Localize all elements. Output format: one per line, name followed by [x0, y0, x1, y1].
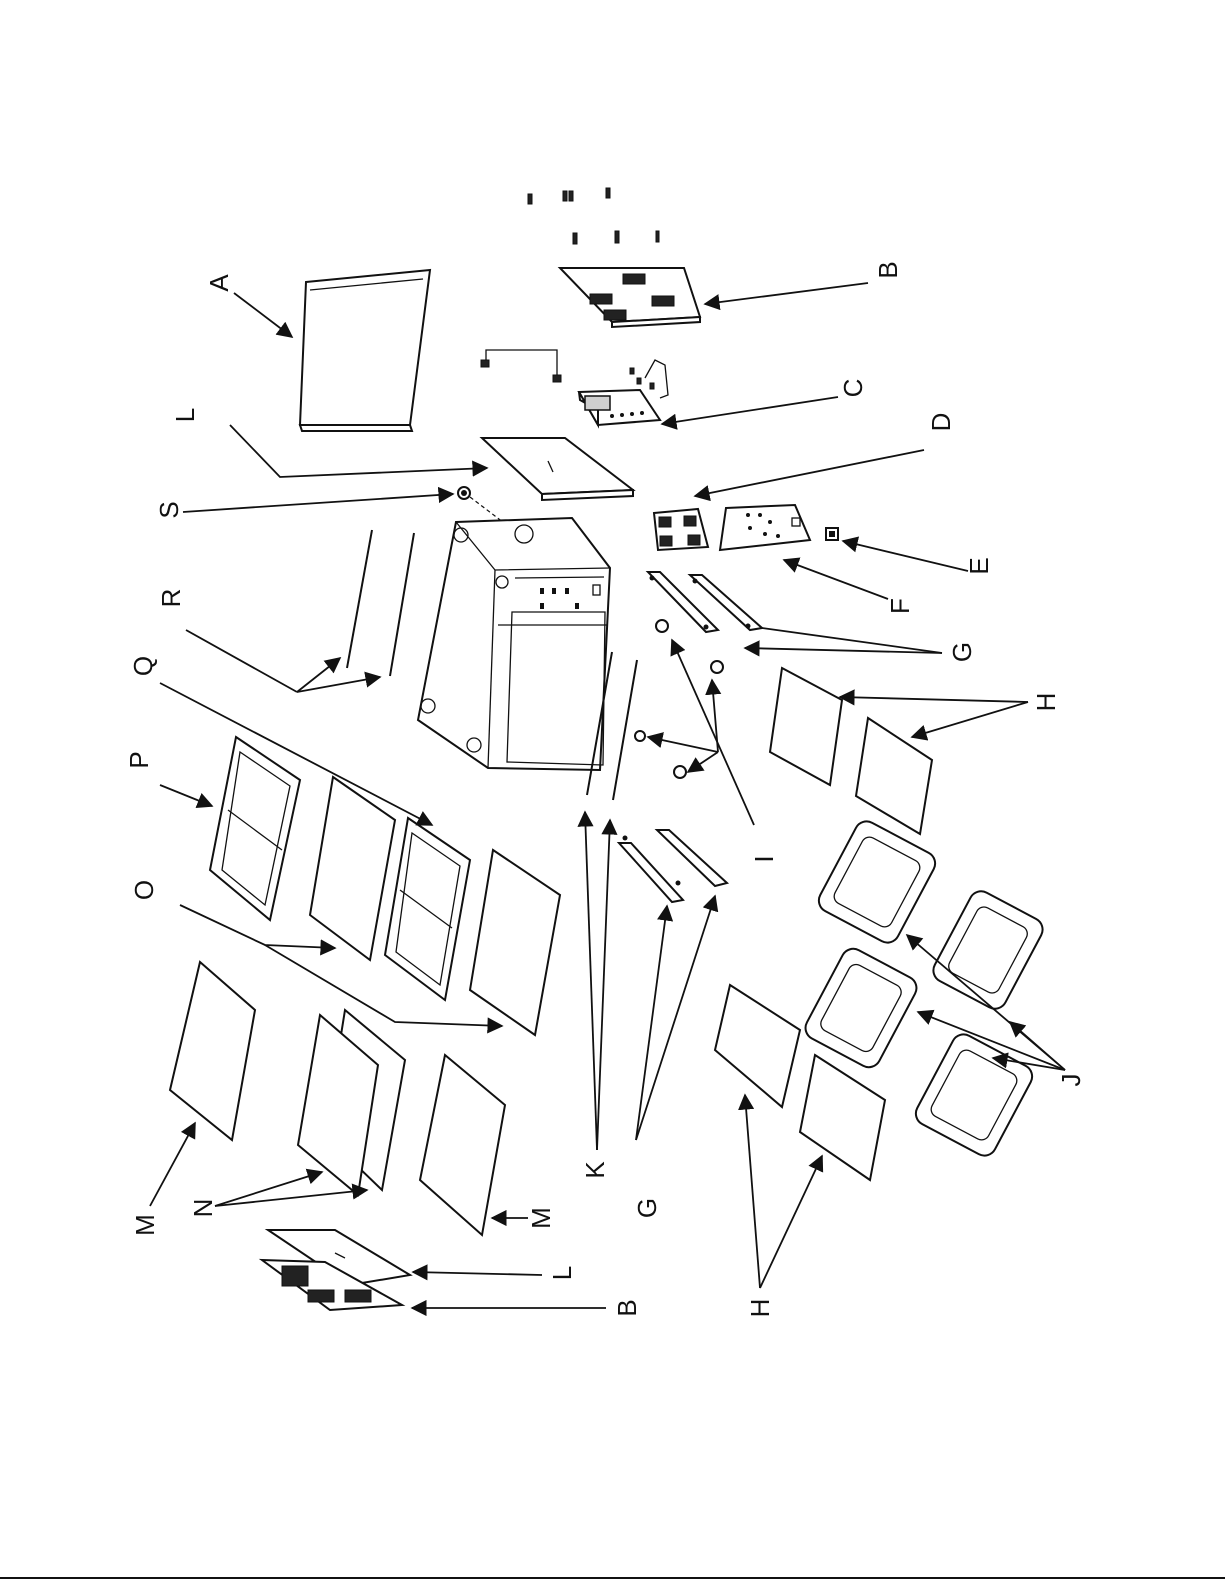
label-e: E — [964, 557, 994, 574]
part-n-panels — [298, 1010, 405, 1195]
label-c: C — [838, 379, 868, 398]
part-m-panel-upper — [170, 962, 255, 1140]
part-o-panel-upper — [310, 777, 395, 960]
label-h-bottom: H — [745, 1299, 775, 1318]
label-j: J — [1056, 1074, 1086, 1087]
part-d-circuit-board — [654, 509, 708, 550]
label-m-left: M — [130, 1214, 160, 1236]
label-s: S — [154, 501, 184, 518]
main-cabinet — [418, 518, 610, 770]
label-f: F — [885, 598, 915, 614]
label-k: K — [580, 1161, 610, 1179]
label-p: P — [124, 751, 154, 768]
label-b-top: B — [873, 261, 903, 278]
part-f-board — [720, 505, 810, 550]
page-bottom-rule — [0, 1577, 1225, 1579]
part-e-switch — [826, 528, 838, 540]
label-d: D — [926, 413, 956, 432]
part-l-plate-upper — [482, 438, 633, 500]
label-h-top: H — [1031, 693, 1061, 712]
label-l-bottom: L — [547, 1266, 577, 1280]
part-b-vented-panel-top — [560, 268, 700, 327]
part-r-rods — [347, 530, 414, 676]
part-i-feet — [635, 620, 723, 778]
part-h-trays-right — [770, 668, 932, 834]
label-l-top: L — [170, 408, 200, 422]
part-p-frame — [210, 737, 300, 920]
label-g-bottom: G — [632, 1198, 662, 1218]
label-r: R — [156, 589, 186, 608]
label-m-right: M — [526, 1207, 556, 1229]
label-q: Q — [128, 656, 158, 676]
label-o: O — [129, 880, 159, 900]
part-o-panel-lower — [470, 850, 560, 1035]
label-i: I — [749, 855, 779, 862]
screws — [528, 188, 659, 244]
label-b-bottom: B — [612, 1299, 642, 1316]
part-g-brackets-lower — [619, 830, 727, 902]
label-n: N — [188, 1199, 218, 1218]
part-c-control-bracket — [481, 350, 668, 425]
part-a-top-panel — [300, 270, 430, 431]
part-m-panel-lower — [420, 1055, 505, 1235]
part-q-frame — [385, 818, 470, 1000]
label-a: A — [204, 274, 234, 292]
label-g-top: G — [947, 642, 977, 662]
